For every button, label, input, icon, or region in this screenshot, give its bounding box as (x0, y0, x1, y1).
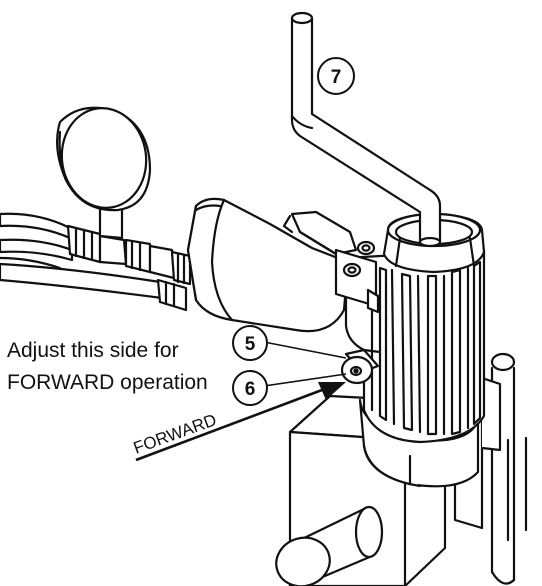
hose-fittings-upper (66, 224, 192, 286)
callout-5-label: 5 (245, 334, 256, 355)
caption-line-1: Adjust this side for (7, 339, 179, 362)
callout-6: 6 (232, 370, 268, 406)
trigger-lever (282, 210, 358, 256)
hose-lower (0, 262, 188, 312)
leader-line-5 (263, 341, 347, 359)
motor-cylinder (344, 248, 486, 444)
callout-7: 7 (317, 57, 355, 95)
handle-grip (186, 197, 350, 333)
callout-7-label: 7 (331, 67, 342, 88)
base-knob (275, 505, 384, 586)
caption-line-2: FORWARD operation (7, 371, 208, 394)
crank-handle (290, 11, 442, 248)
leader-line-6 (263, 373, 347, 387)
guide-rods (490, 352, 528, 585)
pressure-gauge (55, 106, 152, 240)
forward-arrow (135, 382, 346, 462)
adjustment-screw (340, 348, 380, 385)
callout-6-label: 6 (245, 379, 256, 400)
callout-5: 5 (232, 325, 268, 361)
side-bracket (334, 240, 380, 314)
